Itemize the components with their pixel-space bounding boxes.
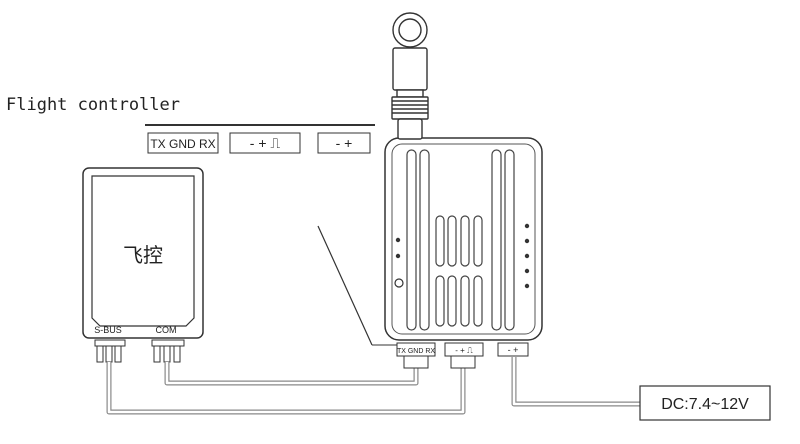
pointer-line <box>317 225 373 346</box>
pin-box-tx-gnd-rx: TX GND RX <box>147 132 219 154</box>
module-port-minus-plus: - + <box>497 342 529 357</box>
heatsink-fins <box>406 149 515 331</box>
status-leds <box>395 223 530 289</box>
wires-inner <box>107 357 640 414</box>
pin-label-minus-plus: - + <box>336 135 353 151</box>
module-port-minus-plus-signal: - + ⎍ <box>444 342 484 357</box>
module-port-label-tx-gnd-rx: TX GND RX <box>397 348 435 355</box>
pin-box-minus-plus: - + <box>317 132 371 154</box>
receiver-module <box>384 137 543 341</box>
module-port-tx-gnd-rx: TX GND RX <box>396 342 436 357</box>
pin-box-minus-plus-signal: - + ⎍ <box>229 132 301 154</box>
power-label-box: DC:7.4~12V <box>639 385 771 421</box>
pin-label-tx-gnd-rx: TX GND RX <box>150 137 215 151</box>
bind-button-icon <box>394 278 404 288</box>
module-port-label-minus-plus: - + <box>508 345 519 355</box>
power-label: DC:7.4~12V <box>661 396 749 413</box>
module-port-label-minus-plus-signal: - + ⎍ <box>455 346 473 355</box>
antenna <box>391 12 429 140</box>
module-plugs <box>403 355 476 369</box>
diagram-heading: Flight controller <box>6 95 180 115</box>
sbus-label: S-BUS <box>94 325 122 335</box>
sbus-connector <box>94 339 126 363</box>
com-connector <box>151 339 185 363</box>
com-label: COM <box>156 325 177 335</box>
flight-controller-title: 飞控 <box>123 243 163 267</box>
flight-controller-box: 飞控 S-BUS COM <box>82 167 204 339</box>
pin-label-minus-plus-signal: - + ⎍ <box>250 135 281 151</box>
